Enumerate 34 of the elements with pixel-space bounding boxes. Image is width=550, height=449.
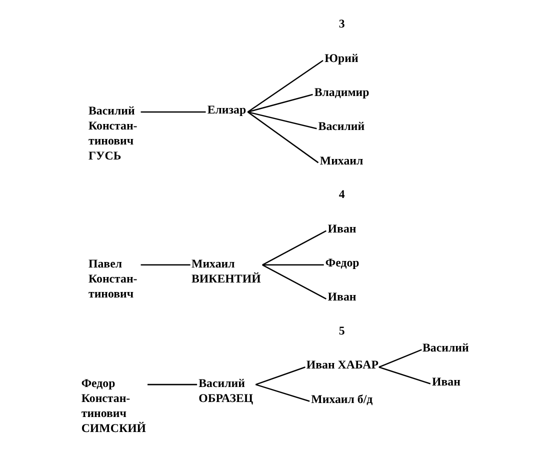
connector [246,111,318,164]
node-text: Василий [318,119,364,134]
connector [140,111,206,113]
node-text: Иван ХАБАР [306,358,378,372]
label: 5 [338,323,344,338]
connector [255,384,310,402]
connector [254,366,305,386]
node-text: Василий ОБРАЗЕЦ [198,376,253,405]
node-text: Павел Констан- тинович [88,256,137,300]
node-text: Владимир [314,85,369,100]
node-text: Василий [422,340,468,354]
node-text: Михаил б/д [310,392,372,406]
node-text: Федор [324,256,359,270]
connector [247,111,316,130]
connector [262,230,326,266]
connector [262,264,324,266]
node-text: Михаил ВИКЕНТИЙ [191,256,260,286]
connector [247,94,312,113]
connector [262,264,326,300]
connector [246,60,323,112]
node-text: Иван [327,290,356,304]
connector [140,264,190,266]
node-text: Елизар [206,102,246,117]
node-text: Василий Констан- тинович ГУСЬ [88,103,137,163]
connector [378,349,422,368]
connector [378,366,430,384]
node-text: Юрий [324,51,358,66]
node-text: Иван [327,221,356,236]
connector [147,384,197,386]
label: 3 [338,16,344,31]
node-text: Михаил [319,153,363,168]
node-text: Федор Констан- тинович СИМСКИЙ [80,376,146,436]
label: 4 [338,186,344,201]
node-text: Иван [432,374,460,388]
